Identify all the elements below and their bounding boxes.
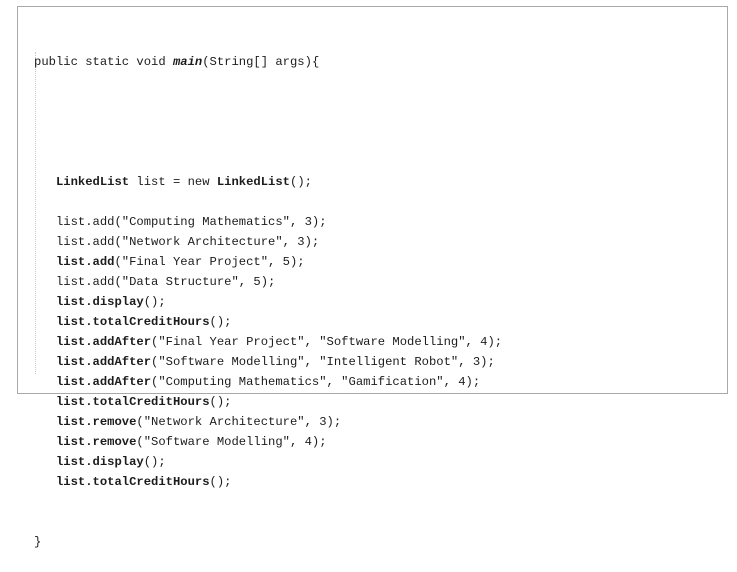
code-frame — [17, 6, 728, 394]
indent — [34, 335, 56, 349]
code-token-bold: list.remove — [55, 415, 137, 429]
code-token-bold: LinkedList — [55, 175, 130, 189]
code-token: list.add("Computing Mathematics", 3); — [55, 215, 327, 229]
code-token-bold: list.totalCreditHours — [55, 315, 210, 329]
code-token-bold: list.add — [55, 255, 115, 269]
code-token: ("Software Modelling", 4); — [136, 435, 327, 449]
code-token: (); — [209, 475, 232, 489]
indent — [34, 375, 56, 389]
code-token: list.add("Network Architecture", 3); — [55, 235, 320, 249]
code-block: public static void main(String[] args){ … — [34, 12, 502, 572]
code-line: list.remove("Network Architecture", 3); — [34, 412, 502, 432]
indent — [34, 215, 56, 229]
code-token: (); — [290, 175, 312, 189]
code-token: list.add("Data Structure", 5); — [55, 275, 276, 289]
code-line: list.totalCreditHours(); — [34, 312, 502, 332]
code-token-bold: list.display — [55, 295, 144, 309]
blank-line — [34, 112, 502, 132]
indent — [34, 355, 56, 369]
code-line: list.add("Final Year Project", 5); — [34, 252, 502, 272]
code-token: (); — [143, 455, 166, 469]
code-token: ("Software Modelling", "Intelligent Robo… — [151, 355, 495, 369]
method-signature: public static void main(String[] args){ — [34, 52, 502, 72]
code-line: list.add("Data Structure", 5); — [34, 272, 502, 292]
method-body: LinkedList list = new LinkedList(); list… — [34, 172, 502, 492]
indent-guide — [35, 52, 36, 374]
code-token-bold: list.addAfter — [55, 355, 152, 369]
code-token: list = new — [129, 175, 217, 189]
code-line: LinkedList list = new LinkedList(); — [34, 172, 502, 192]
signature-prefix: public static void — [34, 55, 173, 69]
code-token: (); — [209, 395, 232, 409]
code-line: list.remove("Software Modelling", 4); — [34, 432, 502, 452]
code-token-bold: list.display — [55, 455, 144, 469]
code-token: (); — [209, 315, 232, 329]
indent — [34, 435, 56, 449]
code-token: ("Computing Mathematics", "Gamification"… — [151, 375, 481, 389]
code-line: list.totalCreditHours(); — [34, 392, 502, 412]
code-line: list.totalCreditHours(); — [34, 472, 502, 492]
code-token-bold: LinkedList — [216, 175, 290, 189]
code-line: list.add("Network Architecture", 3); — [34, 232, 502, 252]
indent — [34, 475, 56, 489]
code-line — [34, 192, 502, 212]
code-line: list.addAfter("Final Year Project", "Sof… — [34, 332, 502, 352]
indent — [34, 415, 56, 429]
code-token: ("Final Year Project", "Software Modelli… — [151, 335, 503, 349]
code-token: ("Final Year Project", 5); — [114, 255, 305, 269]
indent — [34, 295, 56, 309]
code-token-bold: list.addAfter — [55, 375, 152, 389]
closing-brace: } — [34, 535, 42, 549]
indent — [34, 235, 56, 249]
code-token: (); — [143, 295, 166, 309]
code-token-bold: list.addAfter — [55, 335, 152, 349]
signature-suffix: (String[] args){ — [202, 55, 320, 69]
indent — [34, 315, 56, 329]
code-line: list.addAfter("Software Modelling", "Int… — [34, 352, 502, 372]
indent — [34, 395, 56, 409]
code-token-bold: list.totalCreditHours — [55, 395, 210, 409]
indent — [34, 255, 56, 269]
code-token-bold: list.totalCreditHours — [55, 475, 210, 489]
code-line: list.add("Computing Mathematics", 3); — [34, 212, 502, 232]
indent — [34, 275, 56, 289]
code-token: ("Network Architecture", 3); — [136, 415, 342, 429]
code-line: list.addAfter("Computing Mathematics", "… — [34, 372, 502, 392]
indent — [34, 175, 56, 189]
code-line: list.display(); — [34, 452, 502, 472]
indent — [34, 455, 56, 469]
method-name: main — [172, 55, 203, 69]
code-token-bold: list.remove — [55, 435, 137, 449]
code-line: list.display(); — [34, 292, 502, 312]
